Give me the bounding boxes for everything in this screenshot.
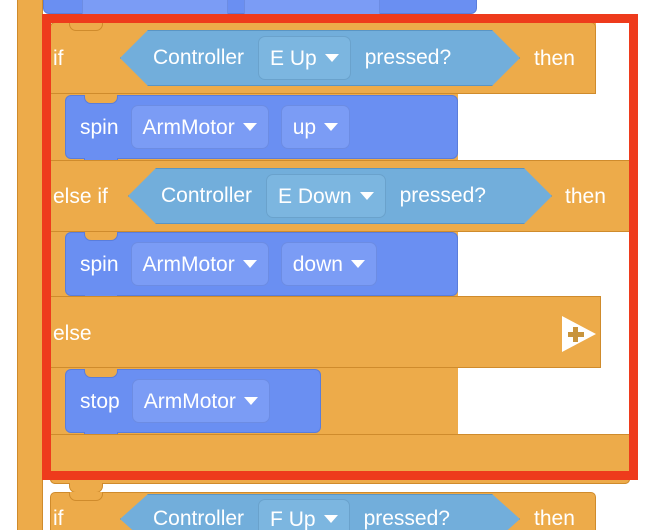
stop-block-notch — [84, 369, 118, 378]
next-if-keyword: if — [53, 507, 64, 530]
spin-label-2: spin — [80, 252, 119, 276]
pressed-label-3: pressed? — [363, 507, 450, 530]
chevron-down-icon — [242, 260, 257, 268]
motor-dropdown-2[interactable]: ArmMotor — [130, 242, 269, 286]
if-header-notch — [69, 22, 103, 31]
else-keyword: else — [53, 322, 92, 345]
chevron-down-icon — [360, 192, 374, 200]
controller-pressed-condition-2[interactable]: Controller E Down pressed? — [128, 168, 552, 224]
then-keyword-1: then — [534, 47, 575, 70]
chevron-down-icon — [242, 123, 257, 131]
chevron-down-icon — [243, 397, 258, 405]
enclosing-loop-spine[interactable] — [17, 0, 43, 530]
button-dropdown-2-value: E Down — [278, 184, 352, 208]
chevron-down-icon — [325, 54, 339, 62]
chevron-down-icon — [324, 123, 339, 131]
direction-dropdown-1-value: up — [292, 115, 317, 139]
spin-block-up-notch — [84, 95, 118, 104]
button-dropdown-3[interactable]: F Up — [258, 499, 350, 530]
button-dropdown-3-value: F Up — [270, 507, 316, 530]
button-dropdown-1[interactable]: E Up — [258, 36, 351, 80]
motor-dropdown-3[interactable]: ArmMotor — [131, 379, 270, 423]
add-branch-triangle-plus-icon[interactable] — [562, 316, 598, 352]
if-block-footer[interactable] — [50, 434, 630, 493]
controller-pressed-condition-3[interactable]: Controller F Up pressed? — [120, 494, 520, 530]
motor-dropdown-2-value: ArmMotor — [142, 252, 235, 276]
direction-dropdown-2-value: down — [292, 252, 343, 276]
pressed-label-2: pressed? — [399, 184, 486, 207]
elseif-header-right-gap — [630, 160, 646, 232]
if-body-slot-opening — [458, 93, 630, 161]
stop-label: stop — [80, 389, 120, 413]
controller-label-2: Controller — [161, 184, 253, 207]
controller-label-3: Controller — [153, 507, 245, 530]
button-dropdown-2[interactable]: E Down — [266, 174, 386, 218]
if-header-right-gap — [596, 22, 636, 94]
stop-block[interactable]: stop ArmMotor — [65, 369, 321, 442]
elseif-keyword: else if — [53, 185, 108, 208]
direction-dropdown-1[interactable]: up — [280, 105, 351, 149]
plus-vertical-bar — [573, 327, 578, 342]
controller-pressed-condition-1[interactable]: Controller E Up pressed? — [120, 30, 520, 86]
motor-dropdown-1-value: ArmMotor — [142, 115, 235, 139]
motor-dropdown-3-value: ArmMotor — [143, 389, 236, 413]
pressed-label-1: pressed? — [364, 46, 452, 69]
else-row-header[interactable] — [50, 296, 601, 368]
motor-dropdown-1[interactable]: ArmMotor — [130, 105, 269, 149]
button-dropdown-1-value: E Up — [270, 46, 317, 70]
next-if-header-notch — [69, 492, 103, 501]
spin-block-down-notch — [84, 232, 118, 241]
else-header-right-gap — [601, 296, 633, 368]
chevron-down-icon — [350, 260, 365, 268]
spin-block-down[interactable]: spin ArmMotor down — [65, 232, 458, 305]
chevron-down-icon — [324, 515, 338, 523]
partial-motor-block-top[interactable] — [43, 0, 477, 29]
spin-label-1: spin — [80, 115, 119, 139]
then-keyword-3: then — [534, 507, 575, 530]
else-body-slot-opening — [458, 367, 630, 435]
then-keyword-2: then — [565, 185, 606, 208]
controller-label-1: Controller — [153, 46, 245, 69]
elseif-body-slot-opening — [458, 230, 630, 298]
direction-dropdown-2[interactable]: down — [280, 242, 377, 286]
spin-block-up[interactable]: spin ArmMotor up — [65, 95, 458, 168]
if-keyword: if — [53, 47, 64, 70]
